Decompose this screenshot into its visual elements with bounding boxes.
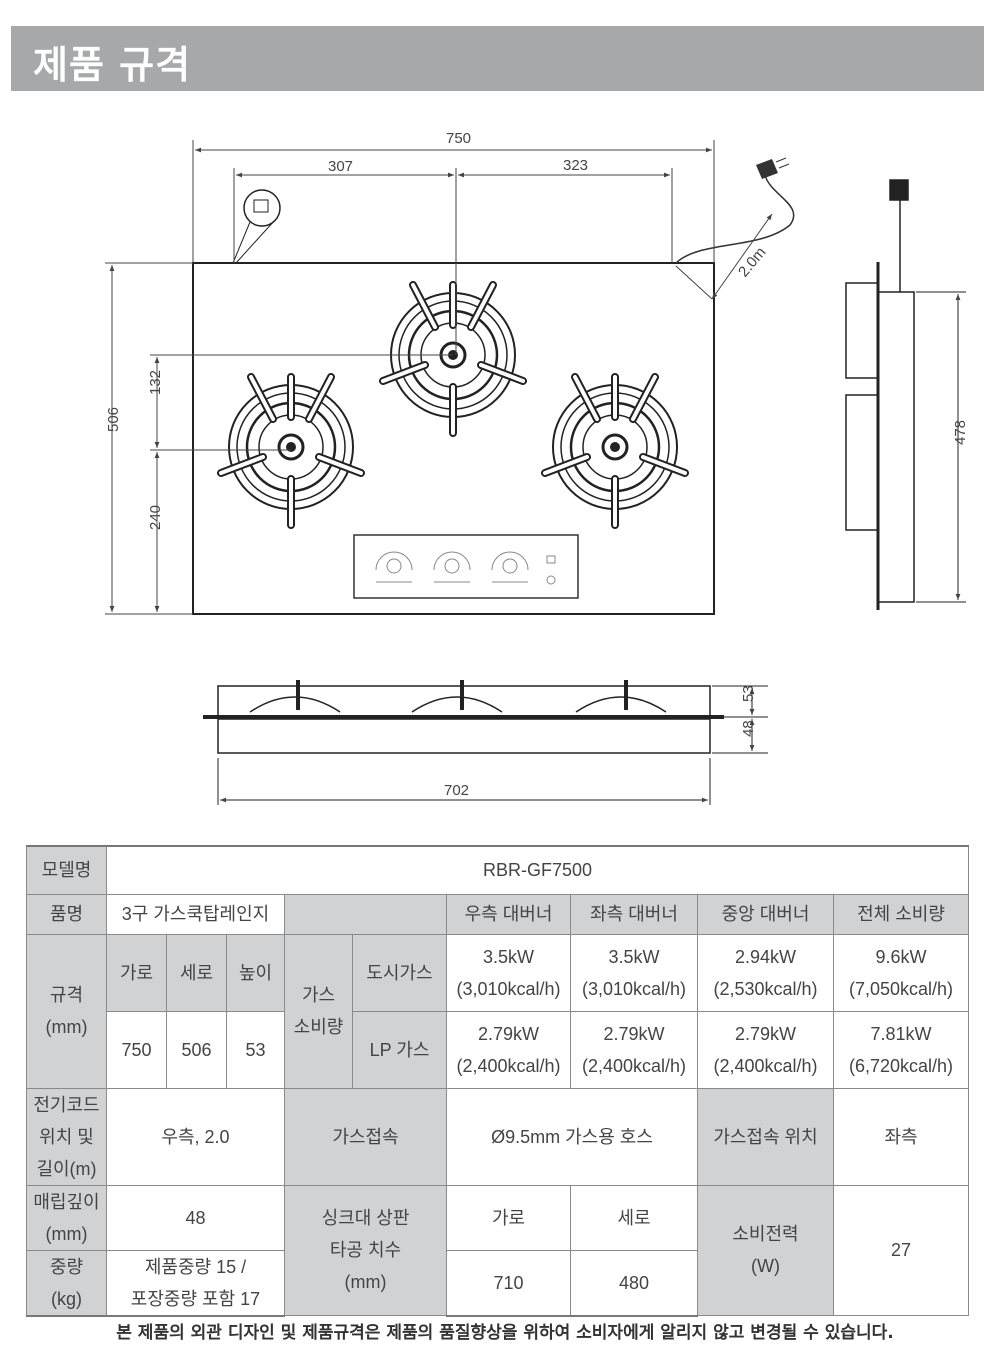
dim-header: 세로 xyxy=(166,933,227,1012)
blank-header xyxy=(284,893,447,935)
cutout-header: 가로 xyxy=(446,1184,571,1251)
svg-text:506: 506 xyxy=(105,407,122,432)
gas-conn-value: Ø9.5mm 가스용 호스 xyxy=(446,1087,698,1186)
embed-value: 48 xyxy=(106,1184,285,1251)
model-value: RBR-GF7500 xyxy=(105,845,970,895)
cutout-header: 세로 xyxy=(570,1184,698,1251)
power-value: 27 xyxy=(832,1184,970,1316)
lp-gas-label: LP 가스 xyxy=(352,1010,447,1089)
cutout-value: 710 xyxy=(446,1249,571,1317)
title-bar: 제품 규격 xyxy=(11,26,984,91)
lp-gas-value: 2.79kW(2,400kcal/h) xyxy=(697,1010,834,1089)
gas-conn-pos-label: 가스접속 위치 xyxy=(697,1087,834,1186)
power-label: 소비전력(W) xyxy=(697,1184,834,1316)
svg-text:478: 478 xyxy=(952,420,969,445)
embed-label: 매립깊이(mm) xyxy=(26,1184,107,1251)
spec-label: 규격 (mm) xyxy=(26,933,107,1089)
burner-header: 전체 소비량 xyxy=(832,893,970,935)
gas-label-1: 가스 xyxy=(301,985,336,1005)
dim-header: 높이 xyxy=(226,933,285,1012)
svg-text:750: 750 xyxy=(446,130,471,147)
svg-text:53: 53 xyxy=(740,685,757,702)
svg-text:307: 307 xyxy=(328,158,353,175)
page-title: 제품 규격 xyxy=(33,43,192,87)
city-gas-value: 3.5kW(3,010kcal/h) xyxy=(446,933,571,1012)
gas-label-2: 소비량 xyxy=(293,1017,344,1037)
city-gas-label: 도시가스 xyxy=(352,933,447,1012)
svg-text:48: 48 xyxy=(740,720,757,737)
gas-conn-pos-value: 좌측 xyxy=(832,1087,970,1186)
control-panel xyxy=(353,534,579,599)
dim-header: 가로 xyxy=(106,933,167,1012)
svg-text:323: 323 xyxy=(563,157,588,174)
svg-text:702: 702 xyxy=(444,782,469,799)
spec-unit: (mm) xyxy=(45,1017,88,1037)
spec-table: 모델명 RBR-GF7500 품명 3구 가스쿡탑레인지 우측 대버너 좌측 대… xyxy=(26,845,970,1317)
lp-gas-value: 7.81kW(6,720kcal/h) xyxy=(832,1010,970,1089)
cutout-value: 480 xyxy=(570,1249,698,1317)
cord-value: 우측, 2.0 xyxy=(106,1087,285,1186)
dim-value: 53 xyxy=(226,1010,285,1089)
svg-text:2.0m: 2.0m xyxy=(735,244,769,280)
burner-header: 좌측 대버너 xyxy=(570,893,698,935)
lp-gas-value: 2.79kW(2,400kcal/h) xyxy=(570,1010,698,1089)
name-label: 품명 xyxy=(26,893,107,935)
svg-text:132: 132 xyxy=(147,370,164,395)
weight-value: 제품중량 15 /포장중량 포함 17 xyxy=(106,1249,285,1317)
city-gas-value: 2.94kW(2,530kcal/h) xyxy=(697,933,834,1012)
dim-value: 506 xyxy=(166,1010,227,1089)
cooktop-side-view xyxy=(845,179,966,610)
spec-label-text: 규격 xyxy=(49,985,84,1005)
disclaimer-notice: 본 제품의 외관 디자인 및 제품규격은 제품의 품질향상을 위하여 소비자에게… xyxy=(116,1323,894,1343)
burner-header: 중앙 대버너 xyxy=(697,893,834,935)
svg-text:240: 240 xyxy=(147,505,164,530)
weight-label: 중량(kg) xyxy=(26,1249,107,1317)
dim-value: 750 xyxy=(106,1010,167,1089)
model-label: 모델명 xyxy=(26,845,107,895)
city-gas-value: 3.5kW(3,010kcal/h) xyxy=(570,933,698,1012)
lp-gas-value: 2.79kW(2,400kcal/h) xyxy=(446,1010,571,1089)
gas-conn-label: 가스접속 xyxy=(284,1087,447,1186)
name-value: 3구 가스쿡탑레인지 xyxy=(106,893,285,935)
cooktop-front-view xyxy=(203,680,768,805)
product-dimension-drawing: 2.0m 750 307 323 506 132 240 4 xyxy=(105,130,969,805)
burner-header: 우측 대버너 xyxy=(446,893,571,935)
city-gas-value: 9.6kW(7,050kcal/h) xyxy=(832,933,970,1012)
